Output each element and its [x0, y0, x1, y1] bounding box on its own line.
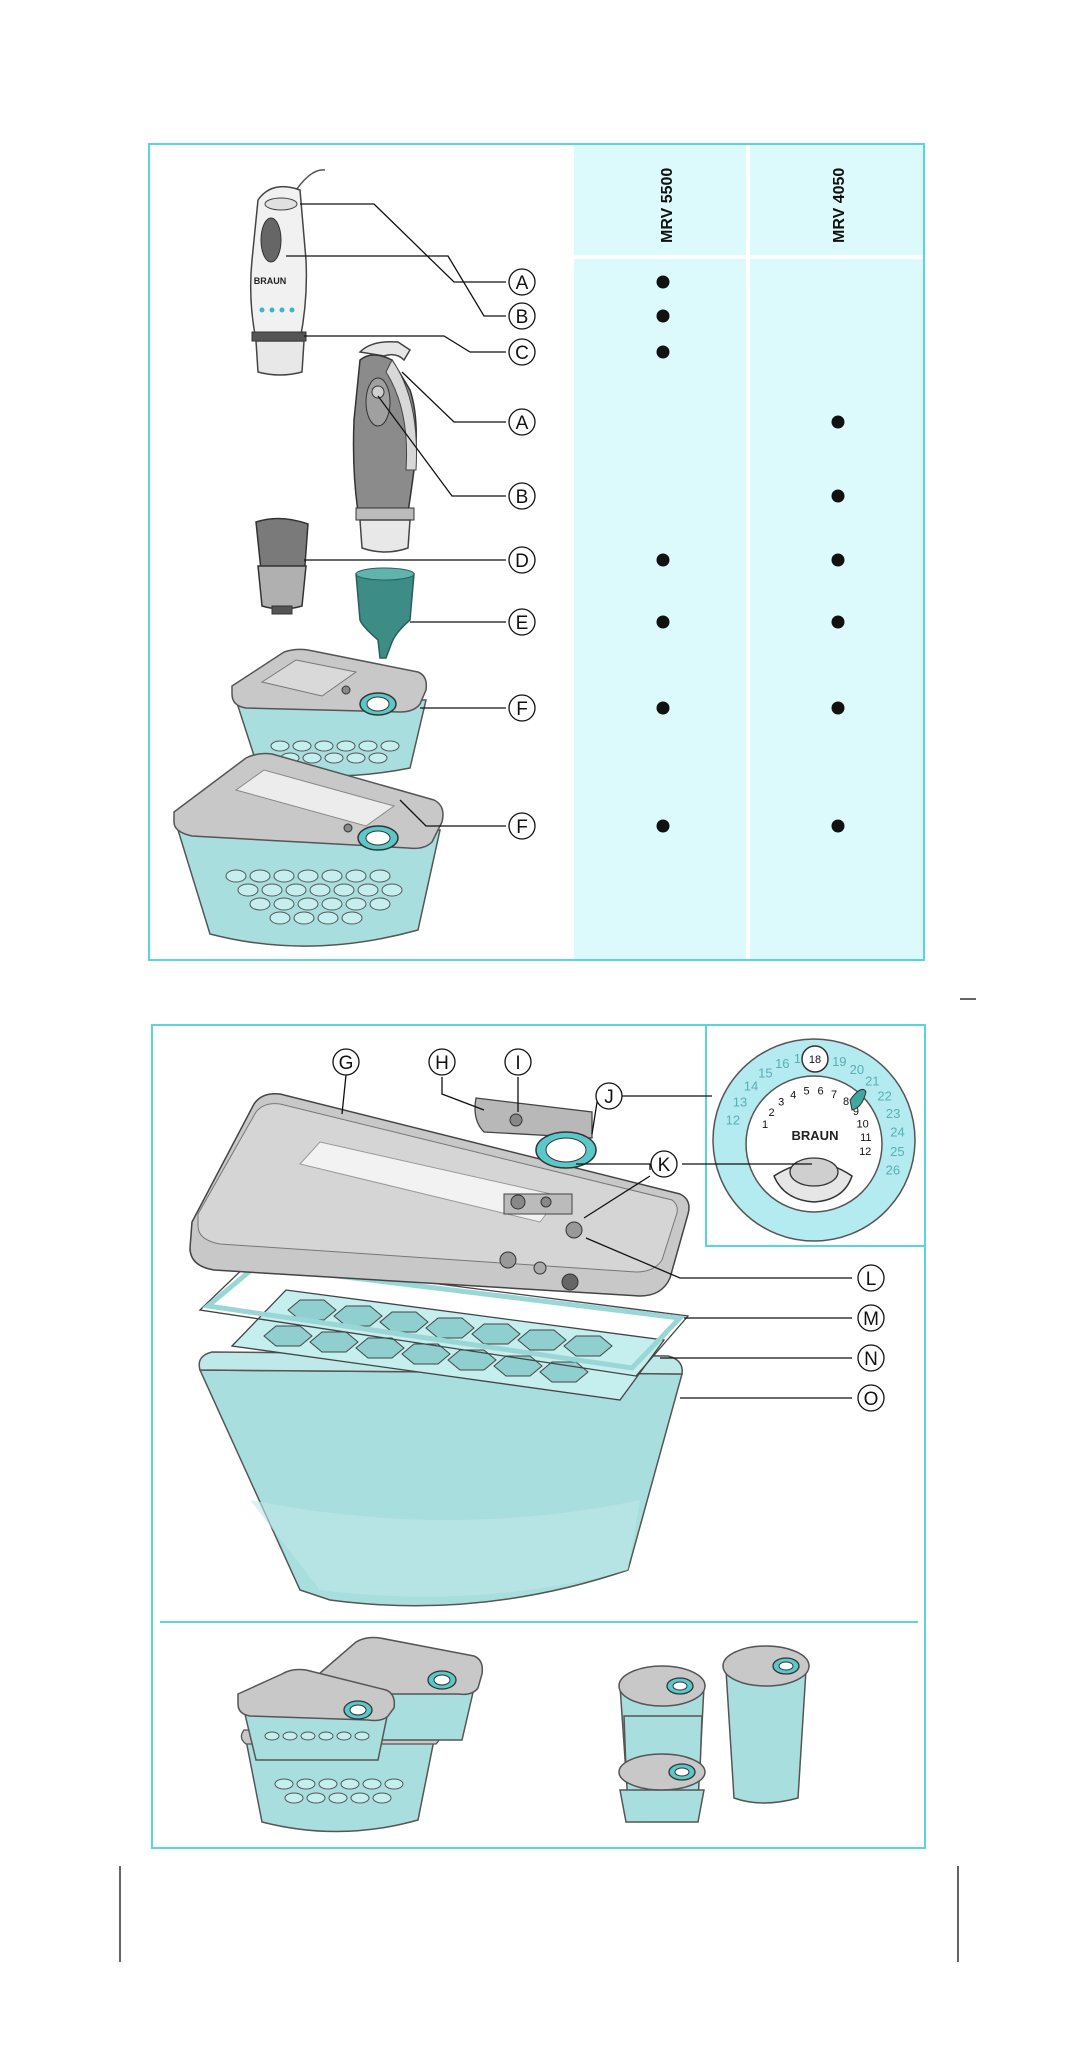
callout-d: D — [508, 546, 536, 574]
availability-dot-mrv4050-row-5 — [831, 489, 845, 503]
dial-outer-number: 24 — [890, 1125, 904, 1140]
svg-text:G: G — [339, 1053, 354, 1074]
page-marks — [119, 998, 976, 1962]
top-figure: MRV 5500 MRV 4050 BRAUN — [148, 143, 925, 961]
callout-b-1: B — [508, 302, 536, 330]
availability-dot-mrv4050-row-4 — [831, 415, 845, 429]
callout-a-2: A — [508, 408, 536, 436]
callout-f-1: F — [508, 694, 536, 722]
dial-inner-number: 6 — [818, 1085, 824, 1097]
svg-text:K: K — [658, 1155, 671, 1176]
svg-text:B: B — [516, 487, 529, 508]
top-leader-lines — [286, 203, 506, 827]
svg-text:A: A — [516, 413, 529, 434]
dial-inner-number: 8 — [843, 1096, 849, 1108]
svg-text:O: O — [864, 1389, 879, 1410]
attachment-d-gear — [255, 517, 309, 615]
vacuum-canisters — [618, 1645, 810, 1823]
svg-text:J: J — [604, 1087, 614, 1108]
dial-outer-number: 13 — [733, 1094, 747, 1109]
availability-dot-mrv5500-row-3 — [656, 345, 670, 359]
availability-dot-mrv5500-row-7 — [656, 615, 670, 629]
callout-g: G — [332, 1048, 360, 1076]
dial-inner-number: 5 — [804, 1086, 810, 1098]
dial-inner-number: 3 — [778, 1097, 784, 1109]
dial-inner-number: 2 — [769, 1107, 775, 1119]
callout-k: K — [650, 1150, 678, 1178]
callout-b-2: B — [508, 482, 536, 510]
container-large — [173, 752, 444, 947]
callout-j: J — [595, 1082, 623, 1110]
dial-outer-number: 25 — [890, 1144, 904, 1159]
availability-dots — [656, 275, 845, 833]
availability-dot-mrv5500-row-6 — [656, 553, 670, 567]
stacked-containers — [237, 1636, 484, 1833]
dial-inner-number: 11 — [860, 1132, 871, 1144]
availability-dot-mrv5500-row-8 — [656, 701, 670, 715]
dial-inner-number: 12 — [859, 1146, 871, 1158]
dial-inner-number: 9 — [853, 1106, 859, 1118]
svg-text:F: F — [516, 699, 528, 720]
dial-inner-number: 7 — [831, 1089, 837, 1101]
dial-outer-number: 12 — [726, 1112, 740, 1127]
column-header-mrv5500: MRV 5500 — [659, 168, 676, 243]
callout-n: N — [857, 1344, 885, 1372]
svg-text:L: L — [866, 1269, 877, 1290]
dial-outer-number: 16 — [775, 1056, 789, 1071]
dial-outer-number: 23 — [886, 1106, 900, 1121]
availability-dot-mrv4050-row-9 — [831, 819, 845, 833]
callout-i: I — [504, 1048, 532, 1076]
dial-outer-number: 21 — [865, 1074, 879, 1089]
svg-text:C: C — [515, 343, 529, 364]
svg-text:N: N — [864, 1349, 878, 1370]
availability-dot-mrv4050-row-6 — [831, 553, 845, 567]
svg-text:F: F — [516, 817, 528, 838]
dial-outer-number: 19 — [832, 1054, 846, 1069]
dial-outer-number: 14 — [744, 1078, 758, 1093]
dial-brand: BRAUN — [792, 1128, 839, 1143]
setting-dial: 121314151617181920212223242526 123456789… — [712, 1038, 916, 1242]
callout-e: E — [508, 608, 536, 636]
attachment-e-teal — [355, 567, 415, 659]
callout-h: H — [428, 1048, 456, 1076]
svg-text:M: M — [863, 1309, 879, 1330]
dial-outer-number: 15 — [758, 1066, 772, 1081]
callout-a-1: A — [508, 268, 536, 296]
availability-dot-mrv4050-row-8 — [831, 701, 845, 715]
availability-dot-mrv4050-row-7 — [831, 615, 845, 629]
svg-text:I: I — [515, 1053, 520, 1074]
mrv5500-column-panel — [574, 145, 746, 959]
dial-inner-number: 10 — [856, 1118, 868, 1130]
blender-brand-mark: BRAUN — [254, 276, 287, 286]
svg-text:B: B — [516, 307, 529, 328]
callout-c: C — [508, 338, 536, 366]
availability-dot-mrv5500-row-1 — [656, 275, 670, 289]
dial-inner-number: 4 — [790, 1089, 796, 1101]
callout-o: O — [857, 1384, 885, 1412]
dial-inner-number: 1 — [762, 1119, 768, 1131]
callout-f-2: F — [508, 812, 536, 840]
hand-blender-mrv4050 — [352, 340, 417, 553]
exploded-container — [189, 1092, 690, 1607]
svg-text:D: D — [515, 551, 529, 572]
mrv4050-column-panel — [750, 145, 923, 959]
svg-text:E: E — [516, 613, 529, 634]
column-header-mrv4050: MRV 4050 — [831, 168, 848, 243]
availability-dot-mrv5500-row-9 — [656, 819, 670, 833]
dial-outer-number: 22 — [877, 1088, 891, 1103]
availability-dot-mrv5500-row-2 — [656, 309, 670, 323]
dial-outer-number: 26 — [886, 1163, 900, 1178]
dial-outer-number: 20 — [850, 1062, 864, 1077]
svg-text:H: H — [435, 1053, 449, 1074]
bottom-figure: 121314151617181920212223242526 123456789… — [151, 1024, 926, 1849]
callout-l: L — [857, 1264, 885, 1292]
callout-m: M — [857, 1304, 885, 1332]
dial-inset-frame — [705, 1026, 924, 1247]
svg-text:A: A — [516, 273, 529, 294]
dial-selected-value: 18 — [809, 1054, 821, 1066]
